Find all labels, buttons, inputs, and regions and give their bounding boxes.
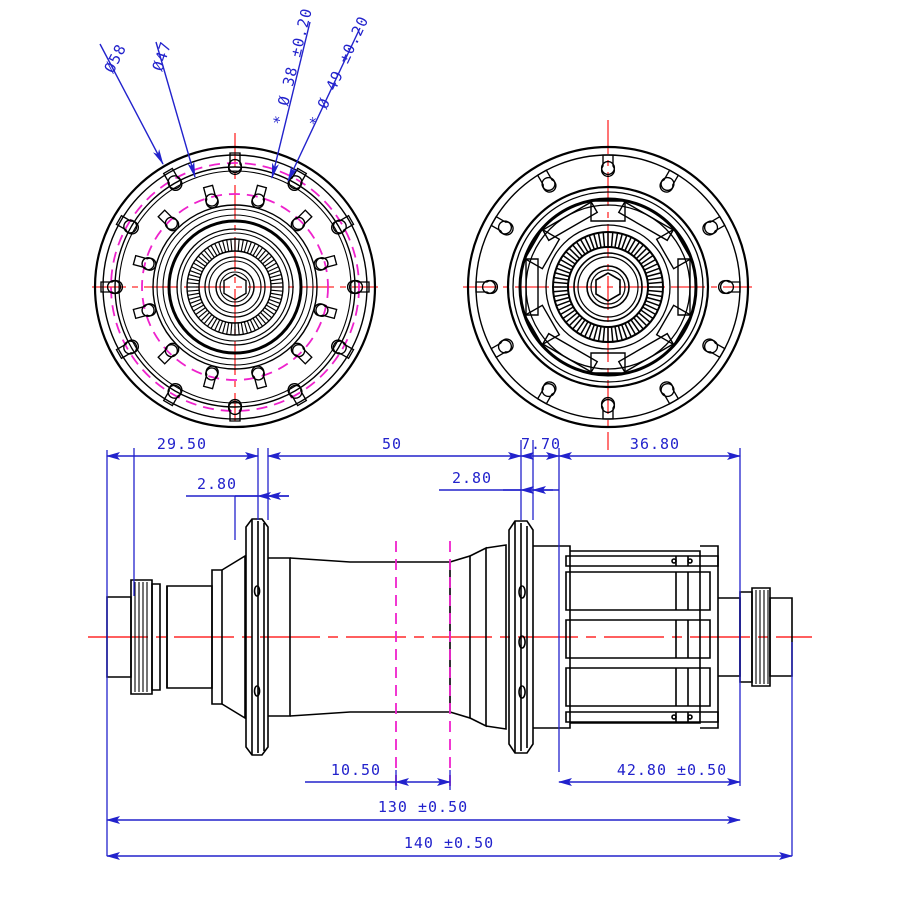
dim-50: 50 xyxy=(267,435,522,460)
dim-2-80-right: 2.80 xyxy=(439,469,559,494)
dim-10-50: 10.50 xyxy=(305,761,451,786)
dim-29-50-label: 29.50 xyxy=(157,435,207,453)
dim-2-80-left: 2.80 xyxy=(186,475,289,500)
dim-7-70: 7.70 xyxy=(520,435,561,460)
leader-d58-label: Ø58 xyxy=(101,41,131,76)
dim-2-80-left-label: 2.80 xyxy=(197,475,237,493)
dim-36-80: 36.80 xyxy=(558,435,741,460)
dim-140: 140 ±0.50 xyxy=(106,834,793,860)
dim-29-50: 29.50 xyxy=(106,435,259,460)
right-end-view xyxy=(463,120,752,450)
leader-d47: Ø47 xyxy=(149,39,196,178)
leader-d49-label: * Ø 49 ±0.20 xyxy=(305,13,372,130)
left-end-view xyxy=(92,133,378,429)
dim-36-80-label: 36.80 xyxy=(630,435,680,453)
dim-7-70-label: 7.70 xyxy=(521,435,561,453)
knurl-hatching xyxy=(134,582,769,692)
leader-d47-label: Ø47 xyxy=(149,39,175,73)
dim-2-80-right-label: 2.80 xyxy=(452,469,492,487)
leader-d38-label: * Ø 38 ±0.20 xyxy=(269,6,316,127)
dim-42-80-label: 42.80 ±0.50 xyxy=(617,761,727,779)
dim-130: 130 ±0.50 xyxy=(106,798,741,824)
dim-42-80: 42.80 ±0.50 xyxy=(558,761,741,786)
dim-130-label: 130 ±0.50 xyxy=(378,798,468,816)
dim-50-label: 50 xyxy=(382,435,402,453)
dim-140-label: 140 ±0.50 xyxy=(404,834,494,852)
dim-10-50-label: 10.50 xyxy=(331,761,381,779)
side-section-view xyxy=(88,518,812,756)
